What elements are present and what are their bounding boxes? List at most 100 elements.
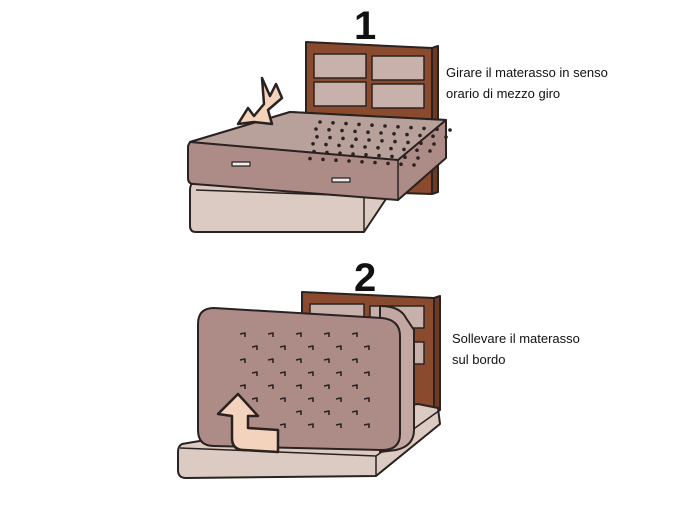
step-2-caption: Sollevare il materasso sul bordo <box>452 328 580 370</box>
mattress-tick <box>363 423 370 428</box>
mattress-tick <box>335 397 342 402</box>
mattress-dot <box>431 134 435 138</box>
mattress-dot <box>364 153 368 157</box>
mattress-dot <box>318 120 322 124</box>
mattress-tick <box>307 371 314 376</box>
mattress-dot <box>418 133 422 138</box>
mattress-tick <box>279 345 286 350</box>
mattress-dot <box>390 154 394 159</box>
mattress-tick <box>267 332 274 337</box>
mattress-tick <box>251 397 258 402</box>
mattress-tick <box>335 345 342 350</box>
mattress-dot <box>363 145 367 149</box>
mattress-dot <box>357 122 361 127</box>
mattress-tick <box>363 371 370 376</box>
mattress-dot <box>432 142 436 146</box>
mattress-dot <box>324 142 328 147</box>
mattress-dot <box>383 124 387 128</box>
mattress-dot <box>402 147 406 152</box>
mattress-dot <box>373 160 377 165</box>
step-2-caption-line1: Sollevare il materasso <box>452 331 580 346</box>
mattress-dot <box>354 137 358 141</box>
mattress-tick <box>267 384 274 389</box>
mattress-tick <box>279 371 286 376</box>
mattress-dot <box>340 128 344 133</box>
mattress-dot <box>448 128 452 132</box>
step-1-caption: Girare il materasso in senso orario di m… <box>446 62 608 104</box>
mattress-dot <box>315 135 319 139</box>
mattress-tick <box>295 358 302 363</box>
step-2-caption-line2: sul bordo <box>452 352 506 367</box>
mattress-tick <box>363 397 370 402</box>
mattress-dot <box>379 131 383 135</box>
mattress-tick <box>323 410 330 415</box>
mattress-dot <box>351 152 355 156</box>
step-2-illustration <box>177 291 441 479</box>
mattress-dot <box>367 138 371 142</box>
mattress-tick <box>363 345 370 350</box>
mattress-tick <box>351 358 358 363</box>
mattress-tick <box>307 423 314 428</box>
mattress-dot <box>403 155 407 159</box>
mattress-dot <box>337 143 341 148</box>
mattress-tick <box>351 410 358 415</box>
mattress-dot <box>321 157 325 162</box>
mattress-dot <box>353 129 357 134</box>
mattress-tick <box>279 397 286 402</box>
mattress-dot <box>412 163 416 167</box>
mattress-tick <box>351 384 358 389</box>
step-1-number: 1 <box>354 4 377 48</box>
mattress-dot <box>377 153 381 158</box>
mattress-dot <box>338 151 342 155</box>
mattress-tick <box>307 397 314 402</box>
mattress-dot <box>380 139 384 143</box>
mattress-dot <box>422 126 426 131</box>
mattress-dot <box>341 136 345 141</box>
mattress-dot <box>392 132 396 136</box>
mattress-tick <box>295 332 302 337</box>
mattress-dot <box>314 127 318 131</box>
mattress-dot <box>409 125 413 130</box>
mattress-tick <box>239 358 246 363</box>
mattress-dot <box>386 161 390 166</box>
mattress-tick <box>351 332 358 337</box>
mattress-dot <box>328 135 332 140</box>
mattress-dot <box>444 135 448 139</box>
mattress-tick <box>295 410 302 415</box>
mattress-tick <box>279 423 286 428</box>
mattress-tick <box>251 345 258 350</box>
mattress-dot <box>312 149 316 154</box>
mattress-dot <box>406 140 410 145</box>
step-1-caption-line2: orario di mezzo giro <box>446 86 561 101</box>
mattress-dot <box>419 141 423 145</box>
mattress-tick <box>251 371 258 376</box>
turn-up-arrow-icon <box>216 392 280 454</box>
mattress-dot <box>347 159 351 163</box>
mattress-tick <box>335 423 342 428</box>
mattress-dot <box>415 148 419 152</box>
step-2-number: 2 <box>354 256 377 300</box>
mattress-dot <box>405 132 409 137</box>
mattress-dot <box>325 150 329 155</box>
mattress-dot <box>334 158 338 162</box>
mattress-dot <box>393 139 397 144</box>
step-2-mattress-ticks <box>239 332 370 428</box>
mattress-tick <box>295 384 302 389</box>
mattress-dot <box>366 130 370 134</box>
mattress-tick <box>323 358 330 363</box>
mattress-dot <box>344 121 348 126</box>
mattress-dot <box>396 125 400 129</box>
step-1-mattress-dots <box>308 120 452 167</box>
mattress-dot <box>370 123 374 127</box>
step-1-mattress <box>187 111 447 201</box>
step-1-caption-line1: Girare il materasso in senso <box>446 65 608 80</box>
mattress-tick <box>267 358 274 363</box>
mattress-tick <box>323 332 330 337</box>
mattress-dot <box>350 144 354 148</box>
mattress-tick <box>239 332 246 337</box>
step-1-illustration <box>187 41 452 233</box>
mattress-tick <box>335 371 342 376</box>
mattress-dot <box>331 121 335 125</box>
mattress-dot <box>435 127 439 131</box>
